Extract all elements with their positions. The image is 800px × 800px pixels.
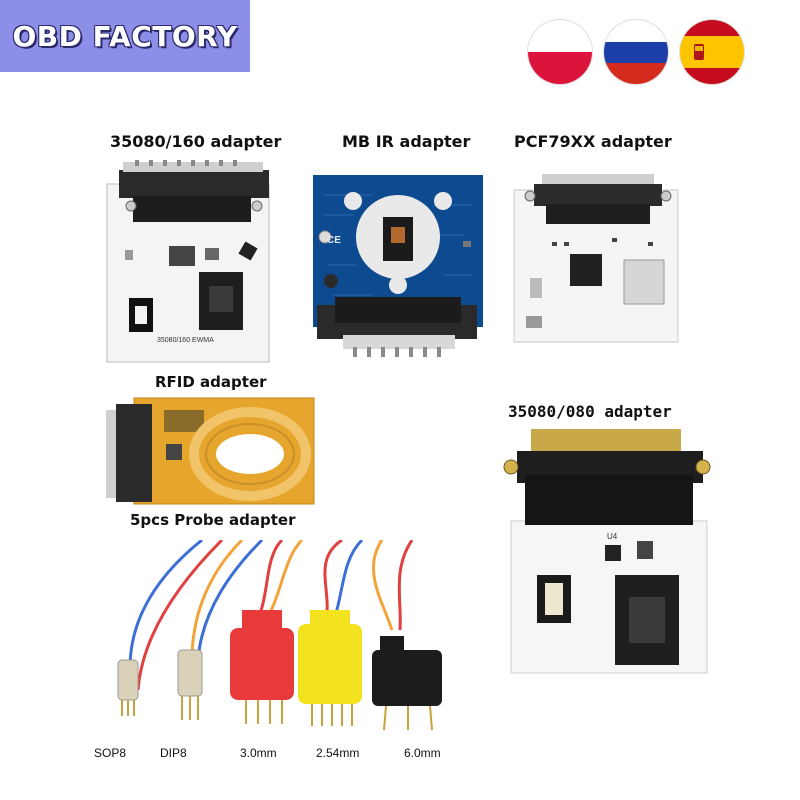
brand-name: OBD FACTORY xyxy=(12,19,238,53)
mb-ir-board-print: CE xyxy=(327,235,341,246)
adapter-35080-080-image: U4 xyxy=(503,429,711,674)
probe-label-2-54mm: 2.54mm xyxy=(316,746,360,760)
probe-label-6mm: 6.0mm xyxy=(404,746,441,760)
probe-label-sop8: SOP8 xyxy=(94,746,127,760)
rfid-adapter-label: RFID adapter xyxy=(155,373,267,391)
russia-flag-icon xyxy=(604,20,668,84)
adapter-35080-160-label: 35080/160 adapter xyxy=(110,132,282,151)
probe-label-dip8: DIP8 xyxy=(160,746,187,760)
adapter-35080-080-board-print: U4 xyxy=(607,532,618,541)
adapter-35080-080-label: 35080/080 adapter xyxy=(508,402,672,421)
mb-ir-adapter-label: MB IR adapter xyxy=(342,132,471,151)
adapter-35080-160-image: 35080/160 EWMA xyxy=(106,160,270,363)
pcf79xx-adapter-label: PCF79XX adapter xyxy=(514,132,672,151)
pcf79xx-adapter-image xyxy=(513,174,679,343)
probe-cables-image xyxy=(117,540,442,731)
poland-flag-icon xyxy=(528,20,592,84)
probe-label-3mm: 3.0mm xyxy=(240,746,277,760)
rfid-adapter-image xyxy=(106,397,315,505)
adapter-35080-160-board-print: 35080/160 EWMA xyxy=(157,337,214,344)
brand-logo: OBD FACTORY xyxy=(0,0,250,72)
probe-adapter-label: 5pcs Probe adapter xyxy=(130,511,296,529)
mb-ir-adapter-image: CE xyxy=(313,175,483,357)
spain-flag-icon xyxy=(680,20,744,84)
